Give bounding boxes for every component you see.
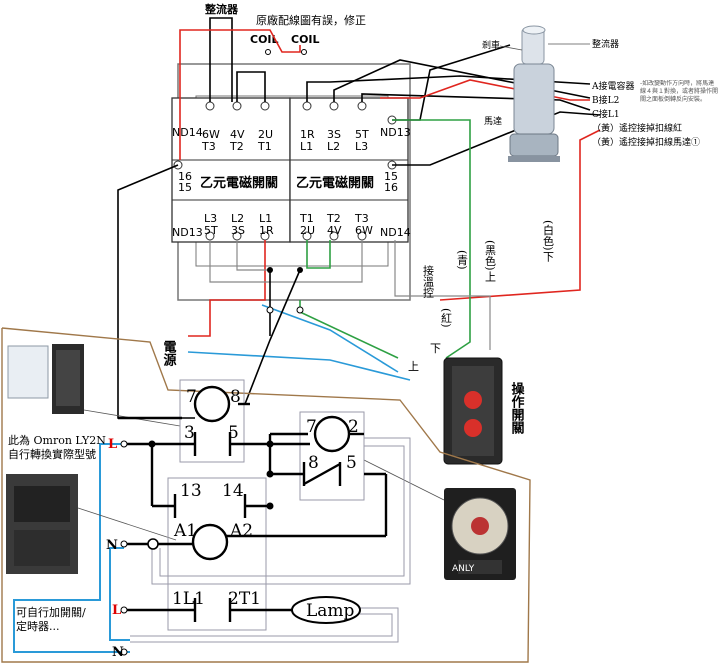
relay-image [7, 344, 84, 414]
lamp-label: Lamp [306, 601, 355, 621]
relay-note-1: 此為 Omron LY2N [8, 433, 106, 447]
timer-image [444, 488, 516, 580]
direction-note: -如改變動作方向時，將馬達線４與１對換，或者將操作開關之面板倒轉反向安裝。 [640, 80, 719, 103]
label-L-bottom: L [112, 603, 121, 618]
component-boxes [130, 379, 411, 643]
side-16-right: 16 [384, 181, 398, 194]
down-label: 下 [430, 342, 441, 355]
timer-coil-pin-2: 2 [348, 417, 359, 437]
hold-contact-14: 14 [222, 481, 244, 501]
motor-item-c: C接L1 [592, 108, 620, 120]
correction-note: 原廠配線圖有誤，修正 [256, 13, 366, 27]
timer-brand: ANLY [452, 564, 475, 574]
contactor-name-left: 乙元電磁開關 [200, 175, 278, 191]
coil-right-label: COIL [291, 33, 320, 46]
label-N-top: N [106, 538, 118, 553]
relay-contact-pin-5: 5 [228, 423, 239, 443]
side-nd13-bottom: ND13 [172, 226, 203, 239]
side-16-left: 16 [178, 170, 192, 183]
red-label: (紅) [440, 308, 453, 328]
operation-switch-box [443, 357, 503, 465]
addon-note-1: 可自行加開關/ [16, 606, 86, 619]
contactor-left [171, 97, 291, 243]
power-label: 電源 [161, 340, 177, 367]
rectifier-label-motor: 整流器 [592, 38, 619, 50]
side-15-left: 15 [178, 181, 192, 194]
relay-coil-pin-8: 8 [230, 387, 241, 407]
motor-label: 馬達 [484, 115, 502, 127]
addon-note-2: 定時器... [16, 619, 60, 633]
side-nd13-top: ND13 [380, 126, 411, 139]
contact-symbols [173, 432, 342, 622]
relay-coil-pin-7: 7 [186, 387, 197, 407]
op-switch-label: 操作開關 [509, 381, 525, 435]
coil-left-label: COIL [250, 33, 279, 46]
hold-contact-13: 13 [180, 481, 202, 501]
side-15-right: 15 [384, 170, 398, 183]
up-label: 上 [408, 360, 419, 373]
blue-label: (青) [456, 250, 469, 270]
external-loop [13, 443, 130, 653]
timer-contact-pin-5: 5 [346, 453, 357, 473]
timer-coil-pin-7: 7 [306, 417, 317, 437]
coils [191, 385, 351, 561]
rectifier-label-top: 整流器 [204, 2, 239, 16]
main-contact-1l1: 1L1 [172, 589, 205, 609]
lamp-symbol [291, 596, 361, 624]
main-contact-2t1: 2T1 [228, 589, 261, 609]
relay-socket-image [6, 474, 78, 574]
black-up-label: (黑色)上 [484, 240, 497, 282]
contactor-name-right: 乙元電磁開關 [296, 175, 374, 191]
motor-yellow-2: （黃）遙控接掉扣線馬達① [592, 136, 700, 148]
label-N-bottom: N [112, 645, 124, 660]
side-nd14-top: ND14 [172, 126, 203, 139]
relay-note-2: 自行轉換實際型號 [8, 447, 96, 461]
coil-a1: A1 [173, 521, 197, 541]
motor-illustration [508, 25, 560, 162]
temp-label: 接溫控 [422, 265, 435, 298]
coil-a2: A2 [229, 521, 253, 541]
white-down-label: (白色)下 [542, 220, 555, 262]
label-L-top: L [108, 437, 117, 452]
motor-yellow-1: （黃）遙控接掉扣線紅 [592, 122, 682, 134]
timer-contact-pin-8: 8 [308, 453, 319, 473]
side-nd14-bottom: ND14 [380, 226, 411, 239]
motor-item-a: A接電容器 [591, 80, 635, 92]
panel-border [1, 327, 531, 663]
relay-contact-pin-3: 3 [184, 423, 195, 443]
motor-item-b: B接L2 [592, 94, 619, 106]
brake-label: 剎車 [482, 39, 500, 51]
